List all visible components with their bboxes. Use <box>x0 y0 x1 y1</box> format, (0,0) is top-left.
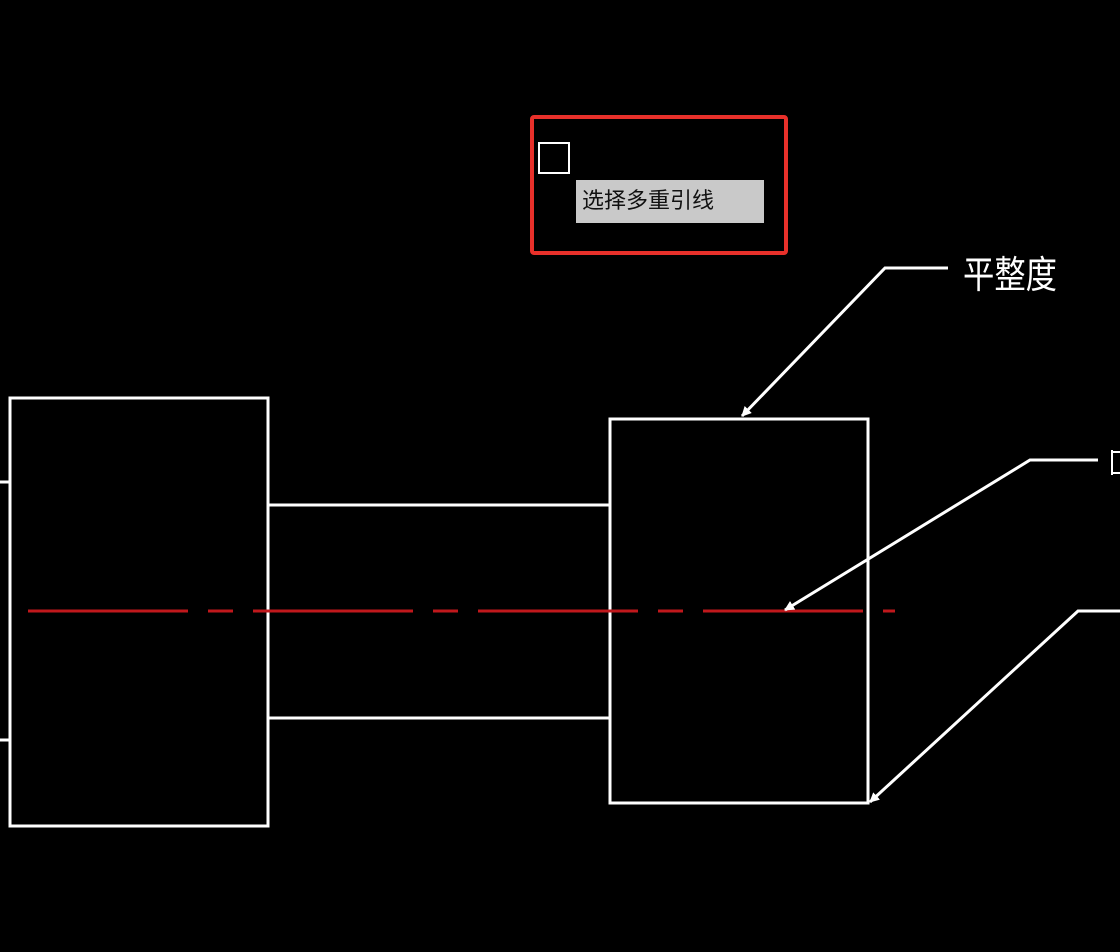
leader-center[interactable] <box>784 458 1098 612</box>
leader-flatness[interactable] <box>740 266 948 418</box>
leader-center-label-fragment <box>1111 450 1120 475</box>
command-tooltip: 选择多重引线 <box>576 180 764 223</box>
pickbox-icon <box>538 142 570 174</box>
flatness-label[interactable]: 平整度 <box>963 253 1057 297</box>
leader-corner[interactable] <box>868 609 1120 804</box>
highlight-box <box>530 115 788 255</box>
